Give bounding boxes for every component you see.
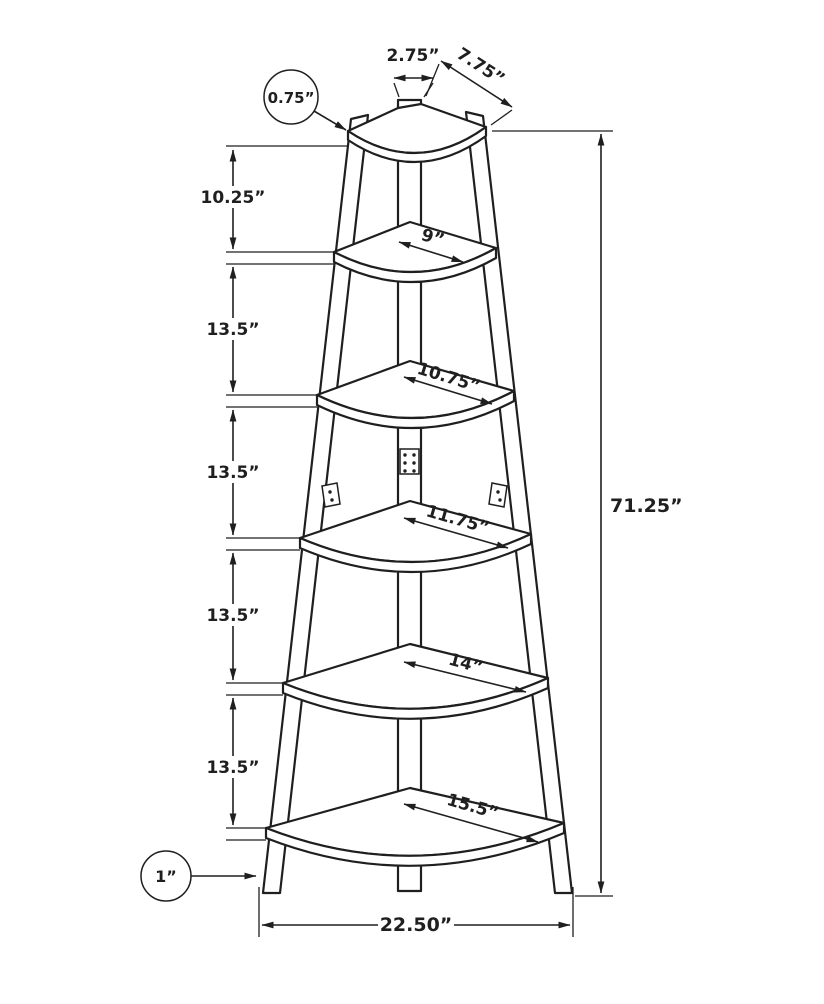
- dim-label-top-edge: 7.75”: [453, 44, 508, 90]
- screw-dot: [498, 498, 502, 502]
- dim-shelf-1-depth: [398, 241, 464, 263]
- right-leg: [464, 110, 574, 895]
- screw-dot: [403, 461, 407, 465]
- dim-label-spacing-4: 13.5”: [206, 606, 259, 626]
- screw-dot: [496, 490, 500, 494]
- tick: [393, 82, 400, 98]
- shelf-5-edge: [264, 821, 566, 867]
- top-shelf-edge: [346, 125, 488, 164]
- screw-dot: [403, 469, 407, 473]
- dim-shelf-5-depth: [403, 803, 539, 843]
- dimension-lines: [140, 60, 605, 929]
- tick: [490, 109, 513, 126]
- screw-dot: [330, 498, 334, 502]
- screw-dot: [412, 461, 416, 465]
- dim-label-spacing-5: 13.5”: [206, 758, 259, 778]
- dim-label-spacing-2: 13.5”: [206, 320, 259, 340]
- shelf-3-edge: [298, 532, 533, 574]
- screw-dot: [328, 490, 332, 494]
- mounting-hardware: [321, 448, 508, 508]
- screw-dot: [412, 469, 416, 473]
- post-bracket-plate: [399, 448, 420, 475]
- shelf-1-edge: [332, 246, 498, 284]
- dim-label-frame-thickness: 0.75”: [268, 89, 315, 107]
- dim-label-spacing-3: 13.5”: [206, 463, 259, 483]
- dim-shelf-4-depth: [403, 661, 527, 693]
- shelf-2-edge: [315, 389, 516, 430]
- foot-thickness-callout-circle: [140, 850, 192, 902]
- right-leg-bracket: [488, 482, 508, 508]
- dim-label-spacing-1: 10.25”: [201, 188, 266, 208]
- corner-post: [396, 98, 423, 893]
- dim-top-edge: [440, 60, 513, 108]
- shelf-unit-drawing: [261, 98, 574, 895]
- dim-label-overall-height: 71.25”: [610, 495, 683, 517]
- screw-dot: [403, 453, 407, 457]
- left-leg: [261, 113, 370, 895]
- screw-dot: [412, 453, 416, 457]
- shelf-4-edge: [281, 676, 550, 720]
- left-leg-bracket: [321, 482, 341, 508]
- leader-frame-thickness: [313, 110, 347, 131]
- tick: [425, 63, 440, 97]
- dim-label-base-width: 22.50”: [380, 914, 453, 936]
- dim-shelf-3-depth: [403, 517, 509, 549]
- dim-label-top-depth: 2.75”: [386, 46, 439, 66]
- dim-label-foot-thickness: 1”: [155, 867, 177, 886]
- frame-thickness-callout-circle: [263, 69, 319, 125]
- dim-shelf-2-depth: [403, 376, 493, 405]
